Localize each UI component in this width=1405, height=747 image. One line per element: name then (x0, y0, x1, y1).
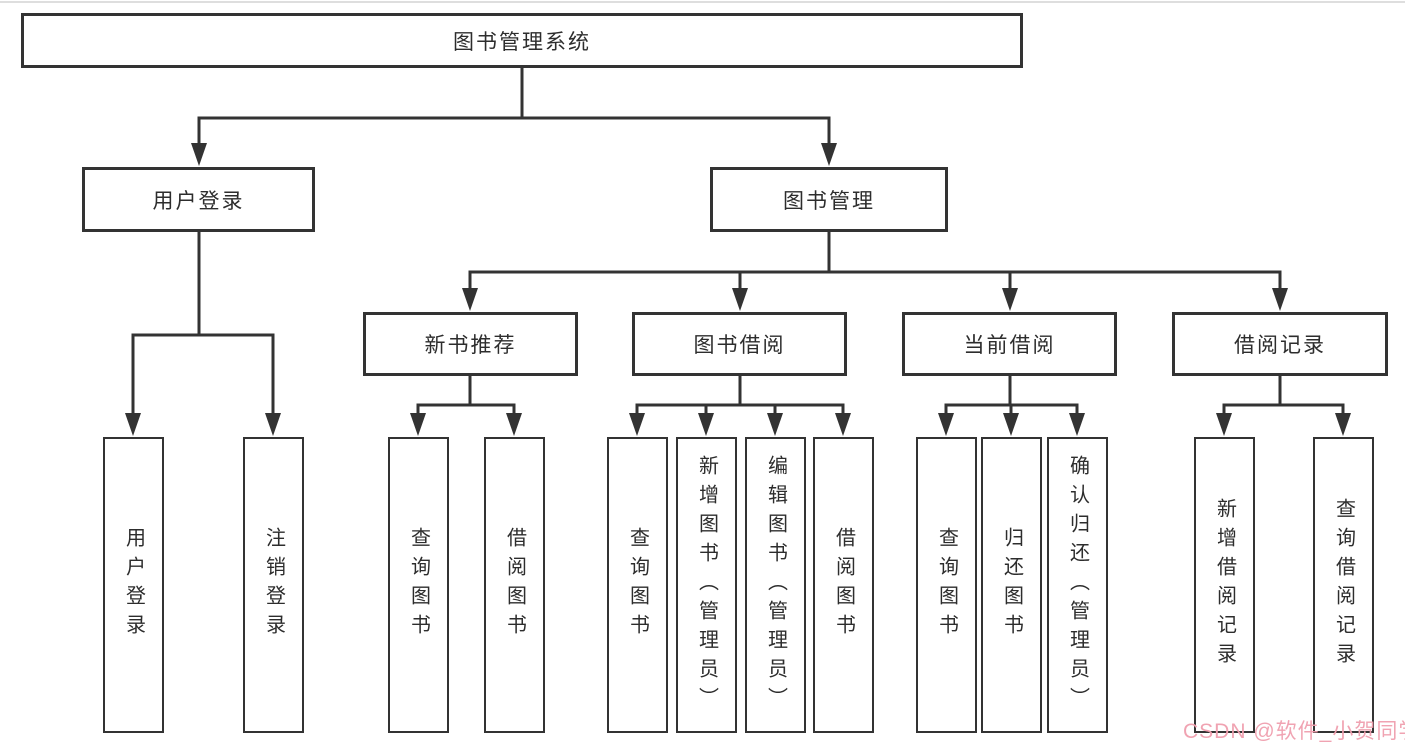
node-book-borrow: 图书借阅 (632, 312, 847, 376)
leaf-newbook-query-label: 查询图书 (407, 527, 430, 643)
leaf-newbook-borrow-label: 借阅图书 (503, 527, 526, 643)
arrow-down-icon (125, 413, 141, 436)
arrow-down-icon (1069, 413, 1085, 436)
arrow-down-icon (1272, 288, 1288, 311)
leaf-current-query-label: 查询图书 (935, 527, 958, 643)
leaf-borrow-borrow-label: 借阅图书 (832, 527, 855, 643)
node-borrow-record-label: 借阅记录 (1234, 334, 1326, 357)
arrow-down-icon (732, 288, 748, 311)
arrow-down-icon (767, 413, 783, 436)
watermark: CSDN @软件_小贺同学 (1183, 720, 1405, 743)
leaf-record-add-label: 新增借阅记录 (1213, 498, 1236, 672)
leaf-current-confirm-admin-label: 确认归还（管理员） (1066, 454, 1089, 716)
node-book-management: 图书管理 (710, 167, 948, 232)
node-current-borrow-label: 当前借阅 (963, 334, 1056, 357)
arrow-down-icon (1216, 413, 1232, 436)
leaf-current-return-label: 归还图书 (1000, 527, 1023, 643)
leaf-borrow-add-admin-label: 新增图书（管理员） (695, 454, 718, 716)
leaf-logout-label: 注销登录 (262, 527, 285, 643)
arrow-down-icon (410, 413, 426, 436)
arrow-down-icon (629, 413, 645, 436)
node-book-management-label: 图书管理 (783, 189, 875, 213)
arrow-down-icon (191, 143, 207, 166)
arrow-down-icon (698, 413, 714, 436)
leaf-borrow-query-label: 查询图书 (626, 527, 649, 643)
node-borrow-record: 借阅记录 (1172, 312, 1388, 376)
arrow-down-icon (938, 413, 954, 436)
node-user-login-label: 用户登录 (152, 189, 245, 213)
arrow-down-icon (265, 413, 281, 436)
node-new-book-recommend-label: 新书推荐 (424, 334, 517, 357)
node-root: 图书管理系统 (21, 13, 1023, 68)
leaf-newbook-query: 查询图书 (388, 437, 449, 733)
leaf-record-add: 新增借阅记录 (1194, 437, 1255, 733)
arrow-down-icon (506, 413, 522, 436)
leaf-logout: 注销登录 (243, 437, 304, 733)
leaf-borrow-query: 查询图书 (607, 437, 668, 733)
node-root-label: 图书管理系统 (453, 30, 591, 54)
node-book-borrow-label: 图书借阅 (693, 334, 786, 357)
arrow-down-icon (1335, 413, 1351, 436)
arrow-down-icon (1003, 413, 1019, 436)
leaf-current-return: 归还图书 (981, 437, 1042, 733)
arrow-down-icon (462, 288, 478, 311)
leaf-borrow-borrow: 借阅图书 (813, 437, 874, 733)
leaf-user-login-label: 用户登录 (122, 527, 145, 643)
top-edge-line (0, 1, 1405, 3)
node-current-borrow: 当前借阅 (902, 312, 1117, 376)
leaf-user-login: 用户登录 (103, 437, 164, 733)
node-new-book-recommend: 新书推荐 (363, 312, 578, 376)
arrow-down-icon (835, 413, 851, 436)
arrow-down-icon (821, 143, 837, 166)
leaf-borrow-edit-admin: 编辑图书（管理员） (745, 437, 806, 733)
leaf-current-confirm-admin: 确认归还（管理员） (1047, 437, 1108, 733)
leaf-current-query: 查询图书 (916, 437, 977, 733)
leaf-borrow-add-admin: 新增图书（管理员） (676, 437, 737, 733)
leaf-record-query-label: 查询借阅记录 (1332, 498, 1355, 672)
arrow-down-icon (1002, 288, 1018, 311)
leaf-record-query: 查询借阅记录 (1313, 437, 1374, 733)
leaf-newbook-borrow: 借阅图书 (484, 437, 545, 733)
node-user-login: 用户登录 (82, 167, 315, 232)
leaf-borrow-edit-admin-label: 编辑图书（管理员） (764, 454, 787, 716)
